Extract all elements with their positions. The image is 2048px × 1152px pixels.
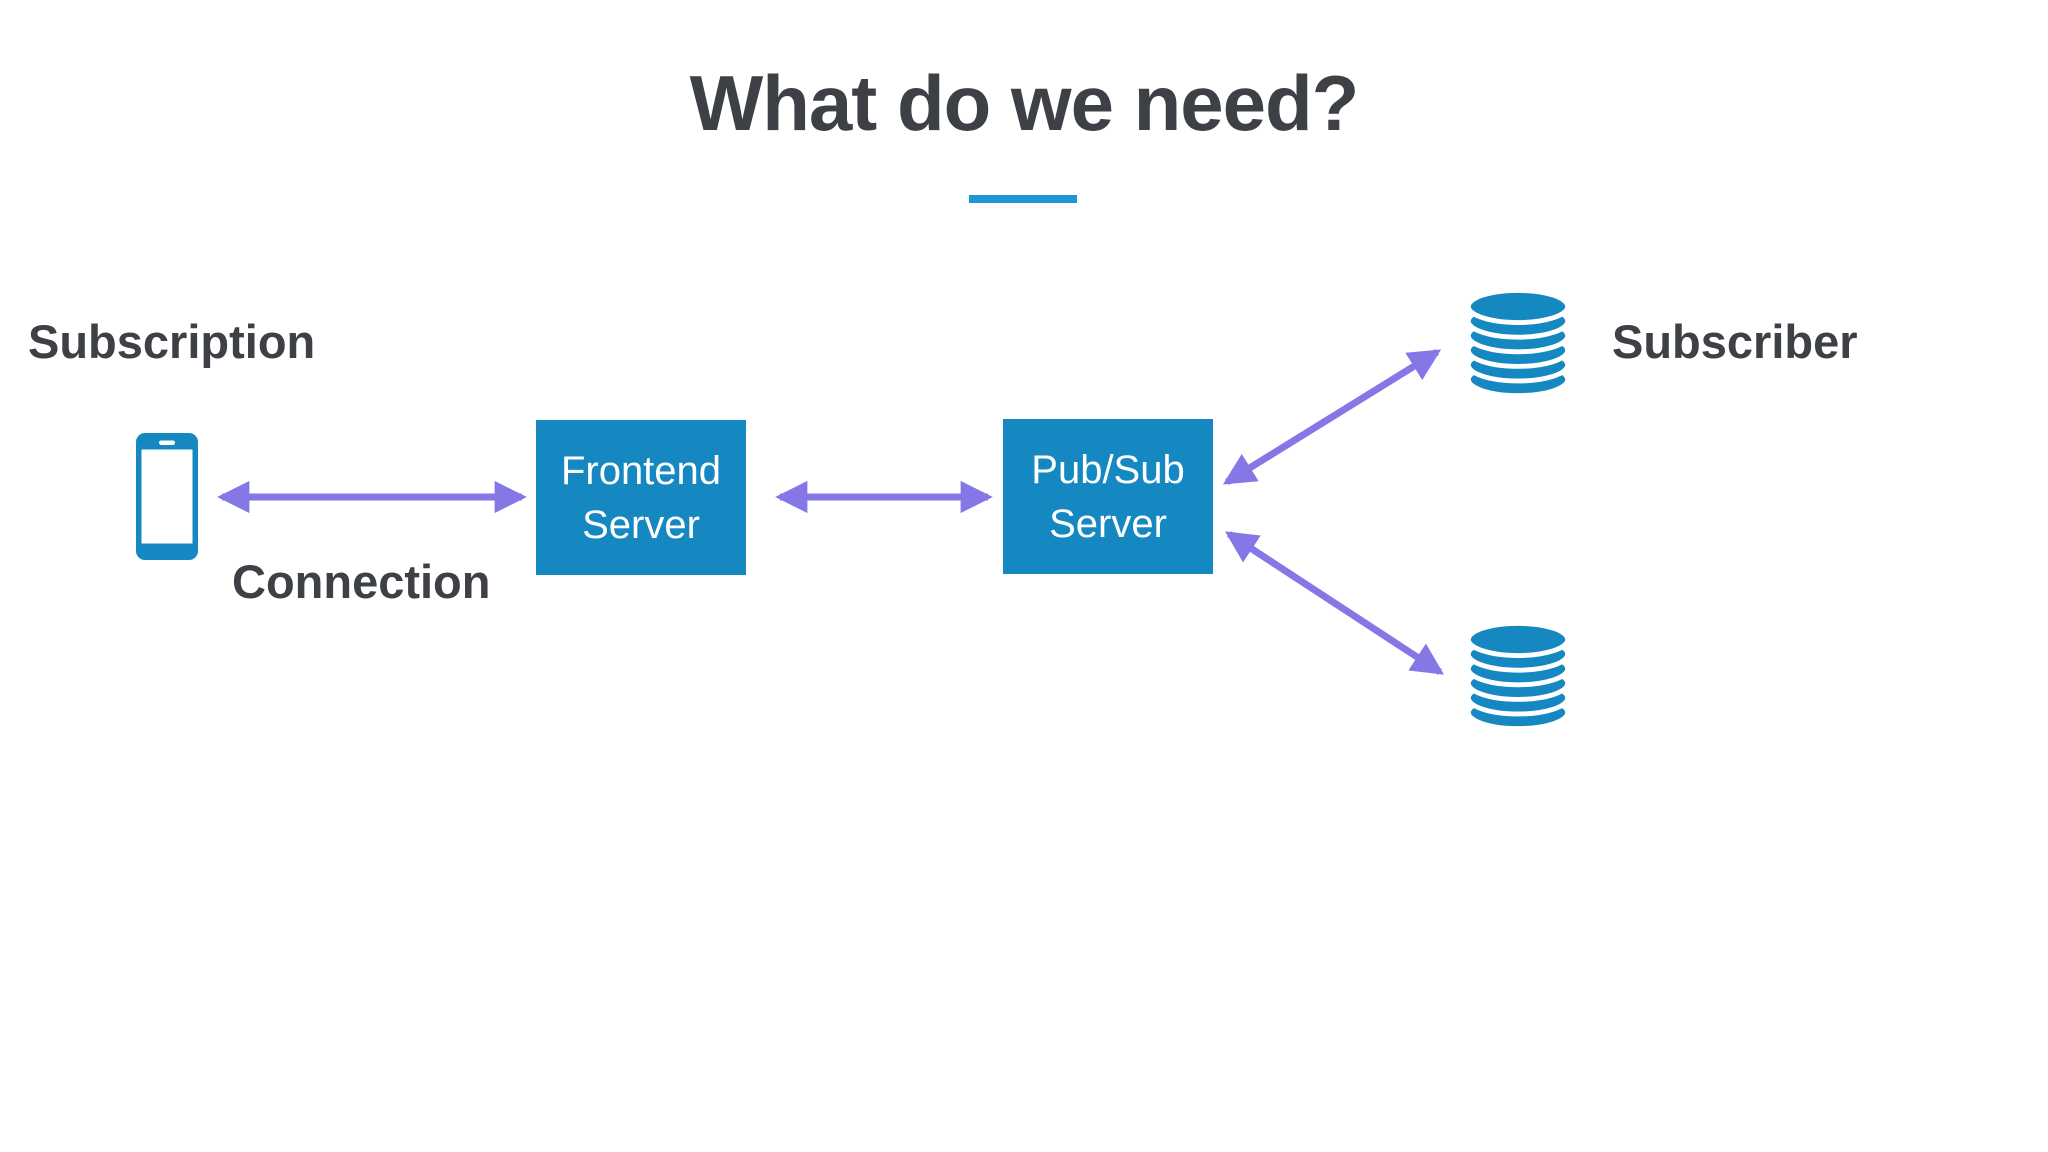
node-frontend-server-label: Frontend Server xyxy=(560,448,722,547)
page-title: What do we need? xyxy=(689,59,1360,147)
node-pubsub-server: Pub/Sub Server xyxy=(1003,419,1213,574)
title-underline xyxy=(969,195,1077,203)
label-subscription: Subscription xyxy=(28,315,316,368)
label-subscriber: Subscriber xyxy=(1612,315,1858,368)
label-connection: Connection xyxy=(232,555,491,608)
arrow-pubsub-db-top xyxy=(1222,349,1442,485)
node-pubsub-server-label: Pub/Sub Server xyxy=(1031,447,1185,546)
arrow-pubsub-db-bottom xyxy=(1224,531,1445,675)
database-icon-top xyxy=(1462,287,1574,404)
smartphone-icon xyxy=(136,433,198,565)
node-frontend-server: Frontend Server xyxy=(536,420,746,575)
database-icon-bottom xyxy=(1462,620,1574,737)
